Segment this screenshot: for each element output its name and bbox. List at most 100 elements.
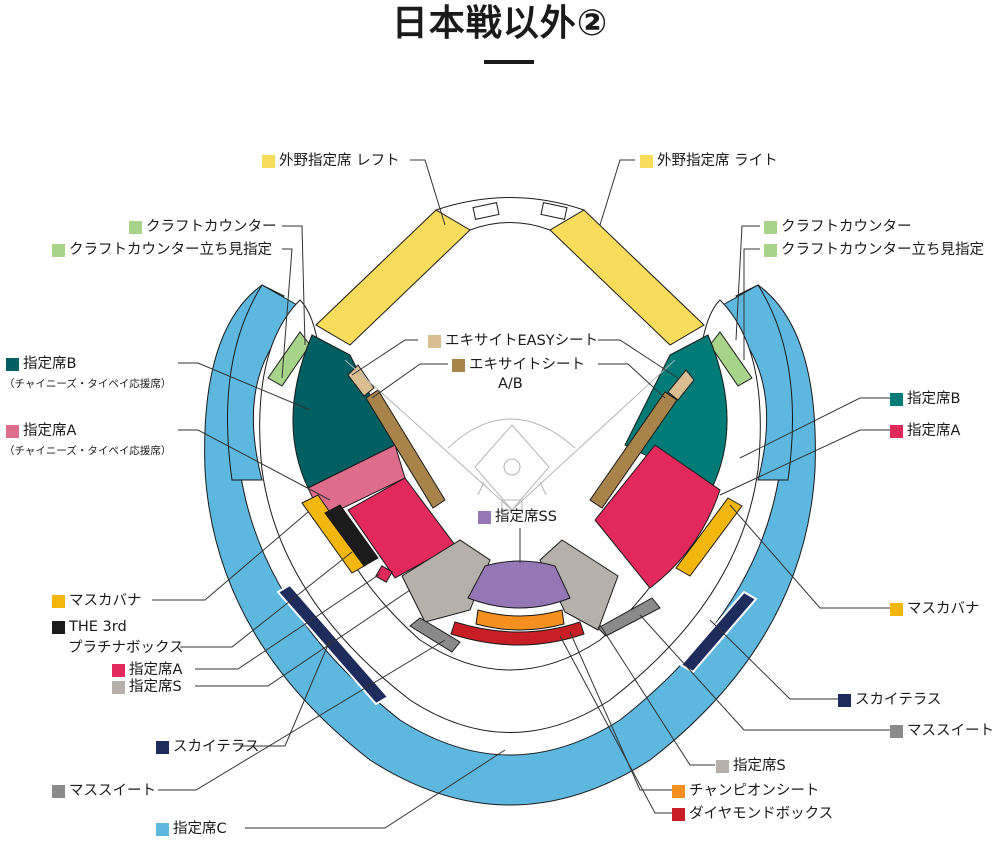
zone-diamond-box[interactable] bbox=[450, 621, 585, 646]
legend-mass-suite-right: マススイート bbox=[890, 722, 994, 740]
zone-outfield-right[interactable] bbox=[549, 209, 705, 346]
label-reserved-s-left: 指定席S bbox=[129, 679, 182, 695]
legend-craft-stand-left: クラフトカウンター立ち見指定 bbox=[52, 241, 272, 259]
page-title: 日本戦以外② bbox=[391, 3, 609, 44]
legend-reserved-b-left: 指定席B bbox=[6, 355, 76, 373]
legend-reserved-s-left: 指定席S bbox=[112, 678, 182, 696]
swatch-reserved-b bbox=[6, 357, 19, 371]
zone-champion[interactable] bbox=[475, 609, 565, 631]
swatch-reserved-s bbox=[112, 680, 125, 694]
zone-excite-left[interactable] bbox=[365, 389, 446, 509]
label-the-3rd-line1: THE 3rd bbox=[69, 619, 127, 635]
swatch-craft bbox=[52, 243, 65, 257]
legend-ss: 指定席SS bbox=[478, 508, 557, 526]
legend-reserved-c: 指定席C bbox=[156, 820, 227, 838]
legend-reserved-a-low: 指定席A bbox=[112, 661, 182, 679]
swatch-mascabana bbox=[52, 594, 65, 608]
label-sky-terrace-right: スカイテラス bbox=[855, 692, 942, 708]
legend-craft-right: クラフトカウンター bbox=[764, 218, 912, 236]
label-reserved-a-left-sub: （チャイニーズ・タイペイ応援席） bbox=[4, 445, 172, 457]
swatch-the-3rd bbox=[52, 620, 65, 634]
backscreen-right bbox=[540, 202, 568, 220]
label-reserved-b-left: 指定席B bbox=[23, 356, 77, 372]
zone-excite-easy-right[interactable] bbox=[667, 369, 695, 401]
label-mascabana-left: マスカバナ bbox=[69, 593, 142, 609]
label-mass-suite-right: マススイート bbox=[907, 723, 994, 739]
label-reserved-b-left-sub: （チャイニーズ・タイペイ応援席） bbox=[4, 378, 172, 390]
legend-craft-stand-right: クラフトカウンター立ち見指定 bbox=[764, 241, 984, 259]
field-lines bbox=[344, 359, 676, 511]
label-reserved-a-left: 指定席A bbox=[23, 423, 77, 439]
swatch-mass-suite bbox=[52, 784, 65, 798]
swatch-ss bbox=[478, 510, 491, 524]
label-outfield-left: 外野指定席 レフト bbox=[279, 153, 400, 169]
backscreen-left bbox=[472, 202, 500, 220]
zone-reserved-c[interactable] bbox=[204, 284, 816, 806]
zone-the-3rd[interactable] bbox=[324, 504, 379, 567]
legend-champion: チャンピオンシート bbox=[672, 782, 819, 800]
label-reserved-s-right: 指定席S bbox=[733, 758, 786, 774]
swatch-mass-suite bbox=[890, 724, 903, 738]
zone-excite-right[interactable] bbox=[589, 391, 678, 509]
label-reserved-a-low: 指定席A bbox=[129, 662, 183, 678]
legend-excite-easy: エキサイトEASYシート bbox=[428, 332, 598, 350]
zone-mass-suite-right[interactable] bbox=[597, 597, 661, 637]
zone-outfield-left[interactable] bbox=[315, 209, 471, 346]
label-excite-ab: A/B bbox=[498, 376, 523, 392]
label-reserved-c: 指定席C bbox=[173, 821, 227, 837]
legend-reserved-a-right: 指定席A bbox=[890, 422, 960, 440]
swatch-sky-terrace bbox=[838, 693, 851, 707]
label-craft-right: クラフトカウンター bbox=[781, 219, 912, 235]
swatch-reserved-b bbox=[890, 392, 903, 406]
zone-sky-terrace-left[interactable] bbox=[276, 583, 390, 706]
swatch-craft bbox=[129, 220, 142, 234]
zone-reserved-ss[interactable] bbox=[467, 560, 571, 609]
concourse bbox=[259, 299, 761, 733]
legend-the-3rd: THE 3rd bbox=[52, 618, 127, 636]
zone-sky-terrace-right[interactable] bbox=[679, 590, 758, 674]
label-excite: エキサイトシート bbox=[469, 357, 585, 373]
swatch-reserved-s bbox=[716, 759, 729, 773]
legend-mascabana-left: マスカバナ bbox=[52, 592, 142, 610]
swatch-excite bbox=[452, 358, 465, 372]
outfield-rail bbox=[435, 197, 585, 231]
legend-reserved-a-left: 指定席A bbox=[6, 422, 76, 440]
swatch-reserved-c bbox=[156, 822, 169, 836]
legend-reserved-b-right: 指定席B bbox=[890, 390, 960, 408]
swatch-diamond bbox=[672, 807, 685, 821]
swatch-craft bbox=[764, 220, 777, 234]
zone-mascabana-right[interactable] bbox=[675, 497, 743, 577]
label-the-3rd-line2: プラチナボックス bbox=[68, 640, 184, 656]
label-mass-suite-left: マススイート bbox=[69, 783, 156, 799]
legend-sky-terrace-left: スカイテラス bbox=[156, 738, 259, 756]
legend-outfield-right: 外野指定席 ライト bbox=[640, 152, 778, 170]
legend-mascabana-right: マスカバナ bbox=[890, 600, 980, 618]
swatch-craft bbox=[764, 243, 777, 257]
label-champion: チャンピオンシート bbox=[689, 783, 820, 799]
label-ss: 指定席SS bbox=[495, 509, 557, 525]
swatch-champion bbox=[672, 784, 685, 798]
legend-excite: エキサイトシート bbox=[452, 356, 585, 374]
label-craft-stand-right: クラフトカウンター立ち見指定 bbox=[781, 242, 984, 258]
label-reserved-b-right: 指定席B bbox=[907, 391, 961, 407]
label-reserved-a-right: 指定席A bbox=[907, 423, 961, 439]
legend-outfield-left: 外野指定席 レフト bbox=[262, 152, 400, 170]
legend-sky-terrace-right: スカイテラス bbox=[838, 691, 941, 709]
swatch-reserved-a bbox=[112, 663, 125, 677]
label-diamond: ダイヤモンドボックス bbox=[689, 806, 834, 822]
title-underline bbox=[484, 60, 534, 64]
label-craft-left: クラフトカウンター bbox=[146, 219, 277, 235]
zone-reserved-a-small[interactable] bbox=[375, 565, 393, 583]
swatch-reserved-a-pink bbox=[6, 424, 19, 438]
swatch-mascabana bbox=[890, 602, 903, 616]
label-craft-stand-left: クラフトカウンター立ち見指定 bbox=[69, 242, 272, 258]
zone-reserved-a-right[interactable] bbox=[594, 444, 721, 589]
swatch-excite-easy bbox=[428, 334, 441, 348]
zone-mass-suite-left[interactable] bbox=[409, 617, 461, 653]
label-outfield-right: 外野指定席 ライト bbox=[657, 153, 778, 169]
label-mascabana-right: マスカバナ bbox=[907, 601, 980, 617]
label-sky-terrace-left: スカイテラス bbox=[173, 739, 260, 755]
legend-mass-suite-left: マススイート bbox=[52, 782, 156, 800]
legend-diamond: ダイヤモンドボックス bbox=[672, 805, 833, 823]
